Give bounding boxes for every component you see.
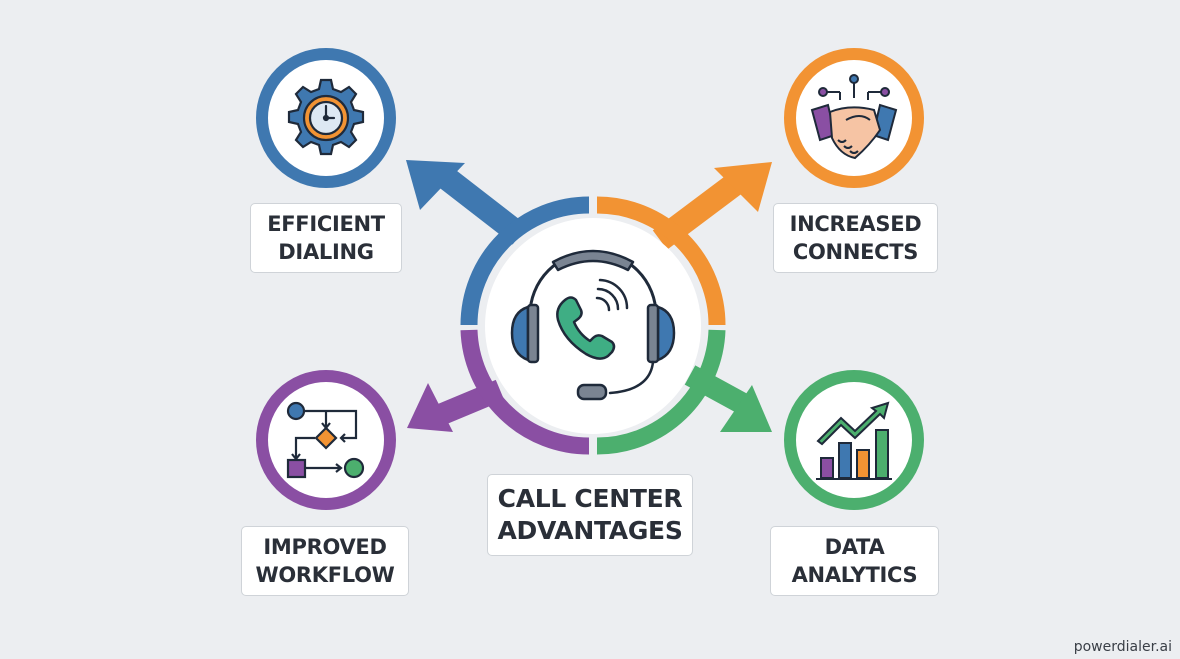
- arrow-top-left: [406, 160, 528, 245]
- handshake-icon: [810, 74, 898, 160]
- center-title-line1: CALL CENTER: [497, 484, 683, 513]
- node-efficient-dialing-circle: [256, 48, 396, 188]
- label-increased-connects: INCREASED CONNECTS: [773, 203, 938, 273]
- label-efficient-dialing-line1: EFFICIENT: [267, 212, 385, 236]
- gear-clock-icon: [287, 78, 365, 156]
- label-efficient-dialing-line2: DIALING: [278, 240, 374, 264]
- label-improved-workflow: IMPROVED WORKFLOW: [241, 526, 409, 596]
- label-data-analytics: DATA ANALYTICS: [770, 526, 939, 596]
- label-increased-connects-line2: CONNECTS: [792, 240, 919, 264]
- node-improved-workflow-circle: [256, 370, 396, 510]
- node-data-analytics-circle: [784, 370, 924, 510]
- node-increased-connects-circle: [784, 48, 924, 188]
- label-efficient-dialing: EFFICIENT DIALING: [250, 203, 402, 273]
- label-data-analytics-line1: DATA: [824, 535, 885, 559]
- center-title: CALL CENTER ADVANTAGES: [487, 474, 693, 556]
- label-improved-workflow-line1: IMPROVED: [263, 535, 387, 559]
- center-ring: [460, 196, 726, 455]
- headset-phone-icon: [510, 249, 676, 401]
- center-title-line2: ADVANTAGES: [497, 516, 683, 545]
- flowchart-icon: [286, 401, 365, 479]
- growth-chart-icon: [816, 401, 892, 480]
- label-data-analytics-line2: ANALYTICS: [791, 563, 918, 587]
- label-increased-connects-line1: INCREASED: [789, 212, 922, 236]
- label-improved-workflow-line2: WORKFLOW: [255, 563, 395, 587]
- watermark: powerdialer.ai: [1073, 639, 1172, 655]
